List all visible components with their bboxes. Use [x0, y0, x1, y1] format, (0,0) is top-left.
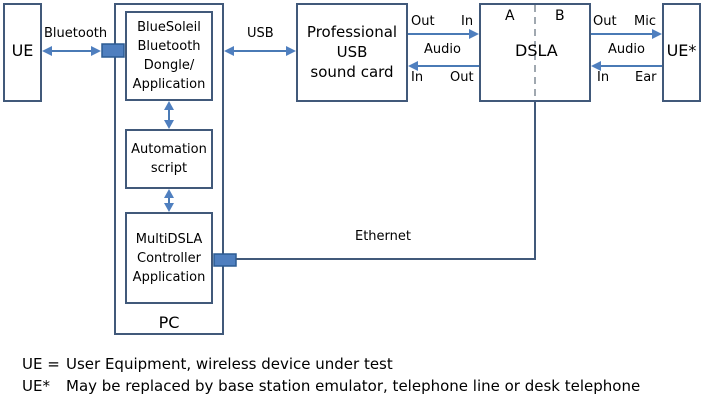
sound-card-line: sound card: [310, 63, 394, 81]
ue-star-label: UE*: [666, 41, 697, 60]
multidsla-line: Application: [132, 270, 206, 285]
sound-card-label: Professional USB sound card: [297, 22, 407, 82]
arrowhead: [164, 101, 174, 110]
audio-label-2: Audio: [608, 42, 645, 57]
dsla-out-label: Out: [450, 70, 474, 85]
dsla-out-mic-label: Out: [593, 14, 617, 29]
pc-label: PC: [158, 313, 180, 332]
ue-label: UE: [11, 41, 34, 60]
multidsla-line: Controller: [137, 251, 201, 266]
bluetooth-label: Bluetooth: [44, 26, 108, 41]
arrowhead: [652, 29, 662, 39]
automation-box: [125, 129, 213, 189]
arrowhead: [164, 189, 174, 198]
ethernet-link: [236, 101, 536, 260]
card-out-label: Out: [411, 14, 435, 29]
arrowhead: [91, 46, 101, 56]
automation-label: Automation script: [126, 140, 212, 178]
arrowhead: [469, 29, 479, 39]
ue-box: [3, 3, 42, 102]
legend-text: May be replaced by base station emulator…: [66, 377, 641, 395]
dsla-label: DSLA: [515, 41, 558, 60]
legend-item: UE = User Equipment, wireless device unde…: [22, 354, 393, 374]
dsla-in-label: In: [461, 14, 474, 29]
arrowhead: [42, 46, 52, 56]
ue-mic-label: Mic: [634, 14, 656, 29]
bluesoleil-line: Dongle/: [143, 58, 195, 73]
legend-key: UE =: [22, 355, 60, 373]
bluesoleil-label: BlueSoleil Bluetooth Dongle/ Application: [126, 18, 212, 94]
ue-ear-label: Ear: [635, 70, 657, 85]
arrowhead: [591, 61, 601, 71]
bluetooth-port: [101, 43, 125, 58]
ethernet-label: Ethernet: [355, 229, 411, 244]
legend-item: UE* May be replaced by base station emula…: [22, 376, 640, 396]
ethernet-port: [213, 253, 237, 267]
multidsla-label: MultiDSLA Controller Application: [126, 230, 212, 287]
automation-line: Automation: [131, 142, 207, 157]
arrowhead: [408, 61, 418, 71]
ue-star-box: [662, 3, 701, 102]
dsla-side-b: B: [555, 8, 565, 24]
arrowhead: [164, 203, 174, 212]
dsla-in-ear-label: In: [597, 70, 610, 85]
sound-card-line: USB: [336, 43, 368, 61]
legend-text: User Equipment, wireless device under te…: [66, 355, 393, 373]
arrowhead: [164, 120, 174, 129]
card-in-label: In: [411, 70, 424, 85]
arrowhead: [224, 46, 234, 56]
multidsla-line: MultiDSLA: [135, 232, 203, 247]
audio-label-1: Audio: [424, 42, 461, 57]
bluesoleil-line: Bluetooth: [137, 39, 201, 54]
sound-card-line: Professional: [306, 23, 398, 41]
automation-line: script: [150, 161, 188, 176]
dsla-side-a: A: [505, 8, 515, 24]
usb-label: USB: [247, 26, 274, 41]
arrowhead: [286, 46, 296, 56]
multidsla-box: [125, 212, 213, 304]
bluesoleil-line: Application: [132, 77, 206, 92]
bluesoleil-line: BlueSoleil: [137, 20, 201, 35]
bluesoleil-box: [125, 11, 213, 101]
sound-card-box: [296, 3, 408, 102]
legend-key: UE*: [22, 377, 50, 395]
